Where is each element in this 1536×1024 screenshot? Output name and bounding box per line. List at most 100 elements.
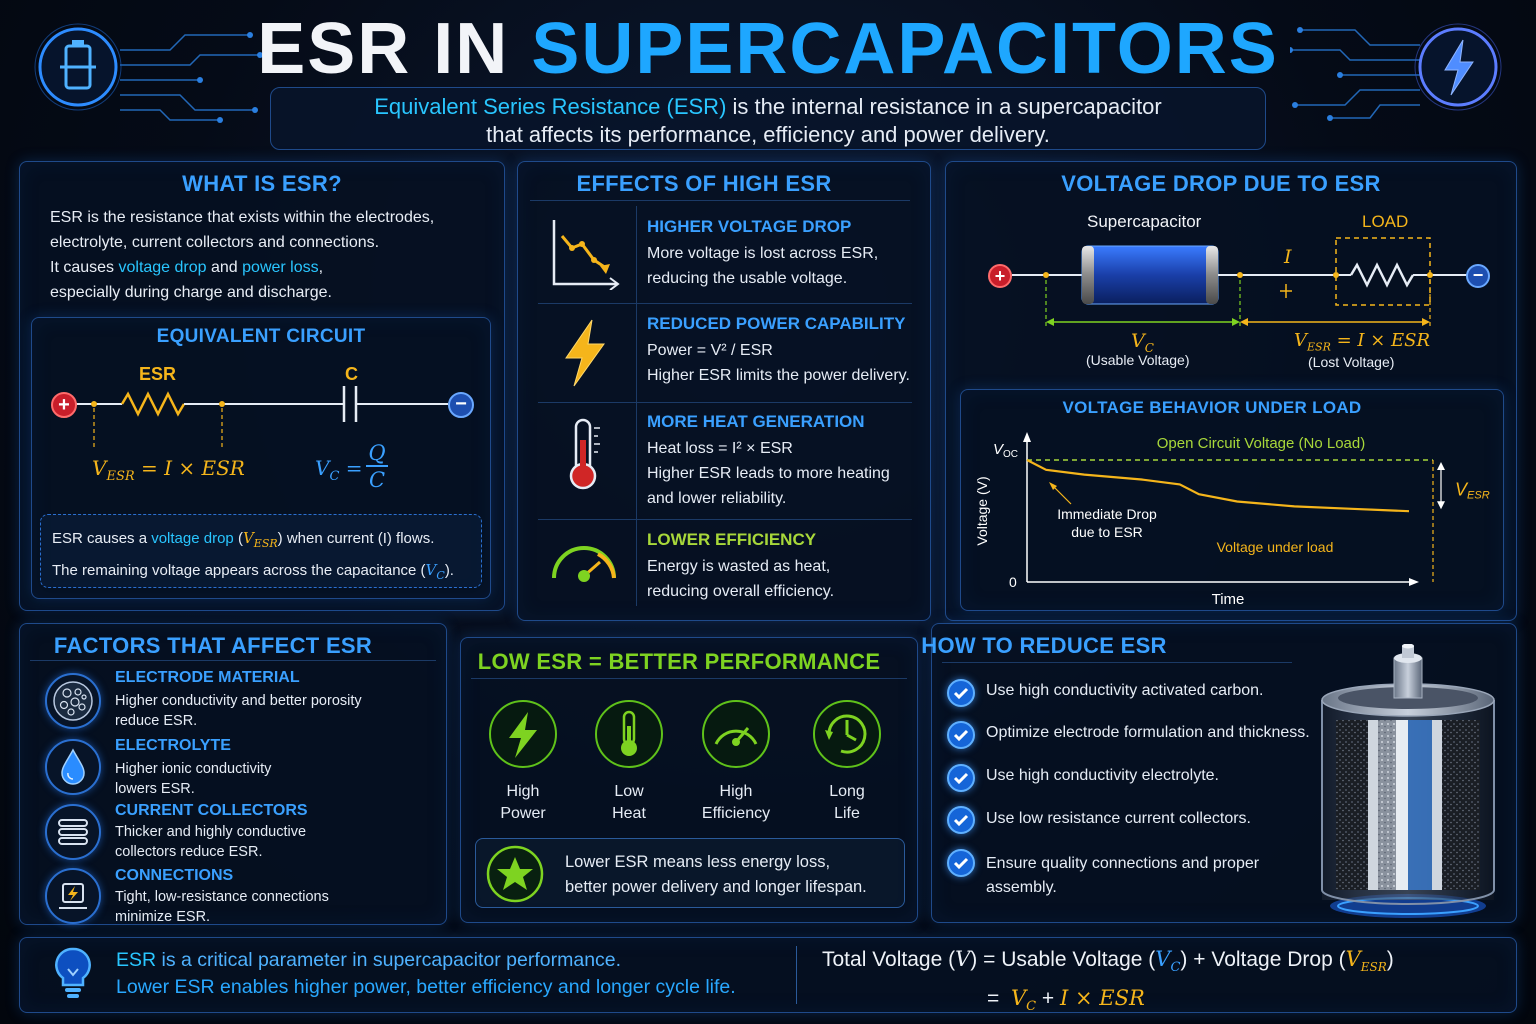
circuit-note-line1: ESR causes a voltage drop (VESR) when cu… bbox=[52, 525, 454, 557]
effect-item-voltage-drop: HIGHER VOLTAGE DROP More voltage is lost… bbox=[647, 217, 927, 291]
layers-graphic bbox=[58, 819, 88, 845]
benefit-line: Efficiency bbox=[701, 805, 771, 822]
current-label: I bbox=[1284, 246, 1292, 268]
reduce-item: Optimize electrode formulation and thick… bbox=[986, 724, 1310, 741]
c-label: C bbox=[345, 364, 358, 384]
c-subscript: C bbox=[436, 569, 445, 582]
equals: = bbox=[339, 456, 363, 480]
x-axis-label: Time bbox=[1212, 591, 1245, 608]
v-symbol: V bbox=[315, 456, 330, 480]
lightning-icon bbox=[489, 700, 557, 768]
factor-line: Thicker and highly conductive bbox=[115, 824, 307, 840]
benefit-high-power: High Power bbox=[485, 698, 561, 825]
factor-line: reduce ESR. bbox=[115, 713, 198, 729]
text-segment: ESR causes a bbox=[52, 530, 152, 547]
effect-line: Power = V² / ESR bbox=[647, 342, 773, 359]
effects-panel: EFFECTS OF HIGH ESR HIGHER VOLTAGE DROP … bbox=[517, 161, 931, 621]
vesr-label: VESR = I × ESR bbox=[1294, 330, 1430, 354]
reduce-line: Ensure quality connections and proper bbox=[986, 855, 1260, 872]
equation-line2: = VC + I × ESR bbox=[822, 983, 1394, 1022]
circuit-note: ESR causes a voltage drop (VESR) when cu… bbox=[52, 525, 454, 589]
footer-line2: Lower ESR enables higher power, better e… bbox=[116, 974, 736, 1001]
text-segment: Total Voltage ( bbox=[822, 948, 956, 971]
series-label: Voltage under load bbox=[1217, 539, 1334, 555]
subtitle-rest: is the internal resistance in a supercap… bbox=[726, 94, 1162, 119]
factor-title: ELECTRODE MATERIAL bbox=[115, 669, 300, 686]
what-is-esr-line4: especially during charge and discharge. bbox=[50, 284, 332, 301]
effect-line: Higher ESR leads to more heating bbox=[647, 465, 890, 482]
benefit-line: Power bbox=[500, 805, 546, 822]
y-axis-label: Voltage (V) bbox=[974, 476, 990, 545]
subtitle-box bbox=[270, 87, 1266, 150]
what-is-esr-title: WHAT IS ESR? bbox=[182, 171, 342, 196]
effect-line: reducing the usable voltage. bbox=[647, 270, 848, 287]
v-symbol: V bbox=[425, 561, 437, 579]
title-part2: SUPERCAPACITORS bbox=[531, 9, 1279, 89]
c-subscript: C bbox=[1170, 960, 1181, 976]
vesr-chart-label: VESR bbox=[1455, 480, 1490, 502]
benefit-line: Long bbox=[829, 783, 865, 800]
divider bbox=[471, 678, 907, 679]
factors-title: FACTORS THAT AFFECT ESR bbox=[53, 633, 373, 658]
v-symbol: V bbox=[1345, 947, 1361, 971]
v-symbol: V bbox=[1131, 330, 1145, 352]
plus-terminal: + bbox=[988, 264, 1012, 288]
low-esr-title: LOW ESR = BETTER PERFORMANCE bbox=[477, 649, 881, 674]
equation-line1: Total Voltage (V) = Usable Voltage (VC) … bbox=[822, 944, 1394, 983]
effects-title: EFFECTS OF HIGH ESR bbox=[576, 171, 832, 196]
benefits-highlight: higher power, better efficiency and long… bbox=[293, 976, 736, 998]
reduce-item: Use high conductivity electrolyte. bbox=[986, 767, 1219, 784]
v-symbol: V bbox=[92, 456, 107, 480]
title-part1: ESR IN bbox=[257, 9, 532, 89]
denominator-c: C bbox=[368, 468, 386, 492]
drop-annotation-line2: due to ESR bbox=[1071, 524, 1143, 540]
subtitle-line2: that affects its performance, efficiency… bbox=[486, 122, 1050, 147]
c-subscript: C bbox=[1026, 999, 1037, 1015]
vc-label: VC bbox=[1131, 330, 1154, 355]
summary-line: better power delivery and longer lifespa… bbox=[565, 878, 867, 896]
benefit-line: Low bbox=[614, 783, 644, 800]
text-segment: , bbox=[318, 259, 324, 276]
lightning-bolt-icon bbox=[1290, 23, 1502, 121]
divider bbox=[538, 519, 912, 520]
what-is-esr-line3: It causes voltage drop and power loss, bbox=[50, 255, 434, 280]
supercapacitor-cutaway-illustration bbox=[1321, 644, 1495, 918]
porous-material-graphic bbox=[53, 681, 93, 721]
plus: + bbox=[1036, 987, 1060, 1011]
lightbulb-icon bbox=[55, 947, 91, 998]
esr-subscript: ESR bbox=[253, 537, 278, 550]
what-is-esr-line1: ESR is the resistance that exists within… bbox=[50, 209, 435, 226]
load-label: LOAD bbox=[1362, 212, 1409, 231]
v-symbol: V bbox=[1010, 986, 1027, 1011]
effect-item-efficiency: LOWER EFFICIENCY Energy is wasted as hea… bbox=[647, 530, 927, 604]
divider bbox=[636, 206, 637, 606]
esr-subscript: ESR bbox=[106, 469, 135, 484]
equivalent-circuit-panel: EQUIVALENT CIRCUIT + − ESR C VESR = I × … bbox=[31, 317, 491, 599]
subtitle-highlight: Equivalent Series Resistance (ESR) bbox=[374, 94, 727, 119]
what-is-esr-text: ESR is the resistance that exists within… bbox=[50, 205, 434, 305]
series-circuit-diagram bbox=[1012, 237, 1468, 328]
divider bbox=[538, 402, 912, 403]
porous-material-icon bbox=[45, 673, 101, 729]
vesr-bracket-arrow-up bbox=[1437, 462, 1445, 470]
c-subscript: C bbox=[329, 469, 340, 484]
drop-annotation-arrowhead bbox=[1049, 482, 1057, 490]
lower-esr-highlight: Lower ESR bbox=[116, 976, 215, 998]
effect-line: Higher ESR limits the power delivery. bbox=[647, 367, 910, 384]
connection-graphic bbox=[59, 883, 87, 909]
effect-line: Heat loss = I² × ESR bbox=[647, 440, 793, 457]
effect-item-heat: MORE HEAT GENERATION Heat loss = I² × ES… bbox=[647, 412, 927, 511]
divider bbox=[30, 660, 436, 661]
factor-line: Higher ionic conductivity bbox=[115, 761, 272, 777]
esr-highlight: ESR bbox=[116, 949, 157, 971]
esr-subscript: ESR bbox=[1307, 340, 1331, 354]
equation-rest: = I × ESR bbox=[134, 456, 245, 480]
low-esr-summary: Lower ESR means less energy loss, better… bbox=[565, 850, 867, 900]
effect-title: HIGHER VOLTAGE DROP bbox=[647, 217, 852, 236]
vesr-desc: (Lost Voltage) bbox=[1308, 354, 1395, 370]
v-symbol: V bbox=[242, 529, 254, 547]
droplet-graphic bbox=[61, 748, 85, 785]
factor-line: Higher conductivity and better porosity bbox=[115, 693, 362, 709]
minus-terminal: − bbox=[1466, 264, 1490, 288]
